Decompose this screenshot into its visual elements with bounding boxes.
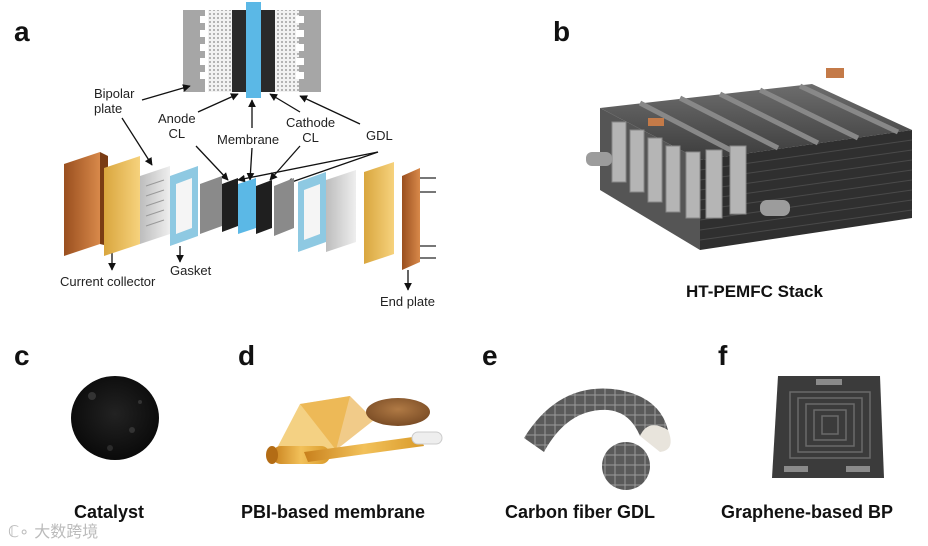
label-current-collector: Current collector xyxy=(60,274,156,289)
flow-channel-teeth-left xyxy=(200,16,208,79)
panel-f-letter: f xyxy=(718,340,728,371)
cathode-cl-layer xyxy=(261,10,275,92)
carbon-fiber-gdl-image xyxy=(524,388,671,490)
label-cathode-cl: Cathode CL xyxy=(286,115,335,145)
exploded-stack xyxy=(64,152,436,270)
panel-c-letter: c xyxy=(14,340,30,371)
cathode-cl-3d xyxy=(256,180,272,234)
membrane-3d xyxy=(238,178,256,234)
label-bipolar-plate: Bipolar plate xyxy=(94,86,154,116)
label-gdl: GDL xyxy=(366,128,393,143)
gdl-left-3d xyxy=(200,176,222,234)
label-arrows xyxy=(108,84,412,291)
bipolar-plate-left xyxy=(183,10,205,92)
anode-cl-layer xyxy=(232,10,246,92)
ht-pemfc-stack-image xyxy=(586,68,913,250)
panel-e-letter: e xyxy=(482,340,498,371)
bipolar-plate-right-3d xyxy=(326,170,356,252)
bipolar-plate-right xyxy=(299,10,321,92)
anode-cl-3d xyxy=(222,178,238,232)
end-plate-right xyxy=(402,168,420,270)
pbi-membrane-caption: PBI-based membrane xyxy=(241,502,426,522)
label-gasket: Gasket xyxy=(170,263,212,278)
cathode-cl-text: Cathode CL xyxy=(286,115,336,145)
catalyst-image xyxy=(71,376,159,460)
bipolar-plate-left-3d xyxy=(140,166,170,244)
stack-caption: HT-PEMFC Stack xyxy=(686,282,823,301)
watermark-logo-icon: ℂ∘ xyxy=(8,522,30,541)
panel-a-letter: a xyxy=(14,16,30,47)
gdl-right xyxy=(275,10,299,92)
watermark-text: 大数跨境 xyxy=(34,522,99,541)
membrane-layer xyxy=(246,2,261,98)
catalyst-caption: Catalyst xyxy=(74,502,145,522)
label-membrane: Membrane xyxy=(217,132,280,147)
carbon-fiber-gdl-caption: Carbon fiber GDL xyxy=(505,502,656,522)
graphene-bp-caption: Graphene-based BP xyxy=(721,502,894,522)
label-end-plate: End plate xyxy=(380,294,435,309)
panel-d-letter: d xyxy=(238,340,256,371)
flow-channel-teeth-right xyxy=(296,16,304,79)
pbi-membrane-image xyxy=(266,396,443,464)
panel-b-letter: b xyxy=(553,16,571,47)
gold-plate-right xyxy=(364,162,394,264)
graphene-bp-image xyxy=(772,376,884,478)
anode-cl-text: Anode CL xyxy=(158,111,196,141)
label-anode-cl: Anode CL xyxy=(158,111,196,141)
watermark: ℂ∘ 大数跨境 xyxy=(8,518,98,542)
current-collector-left xyxy=(64,152,100,256)
bipolar-plate-text: Bipolar plate xyxy=(94,86,135,116)
cross-section xyxy=(183,2,321,98)
gold-plate-left xyxy=(104,156,140,256)
gdl-left xyxy=(208,10,232,92)
gdl-right-3d xyxy=(274,178,294,236)
